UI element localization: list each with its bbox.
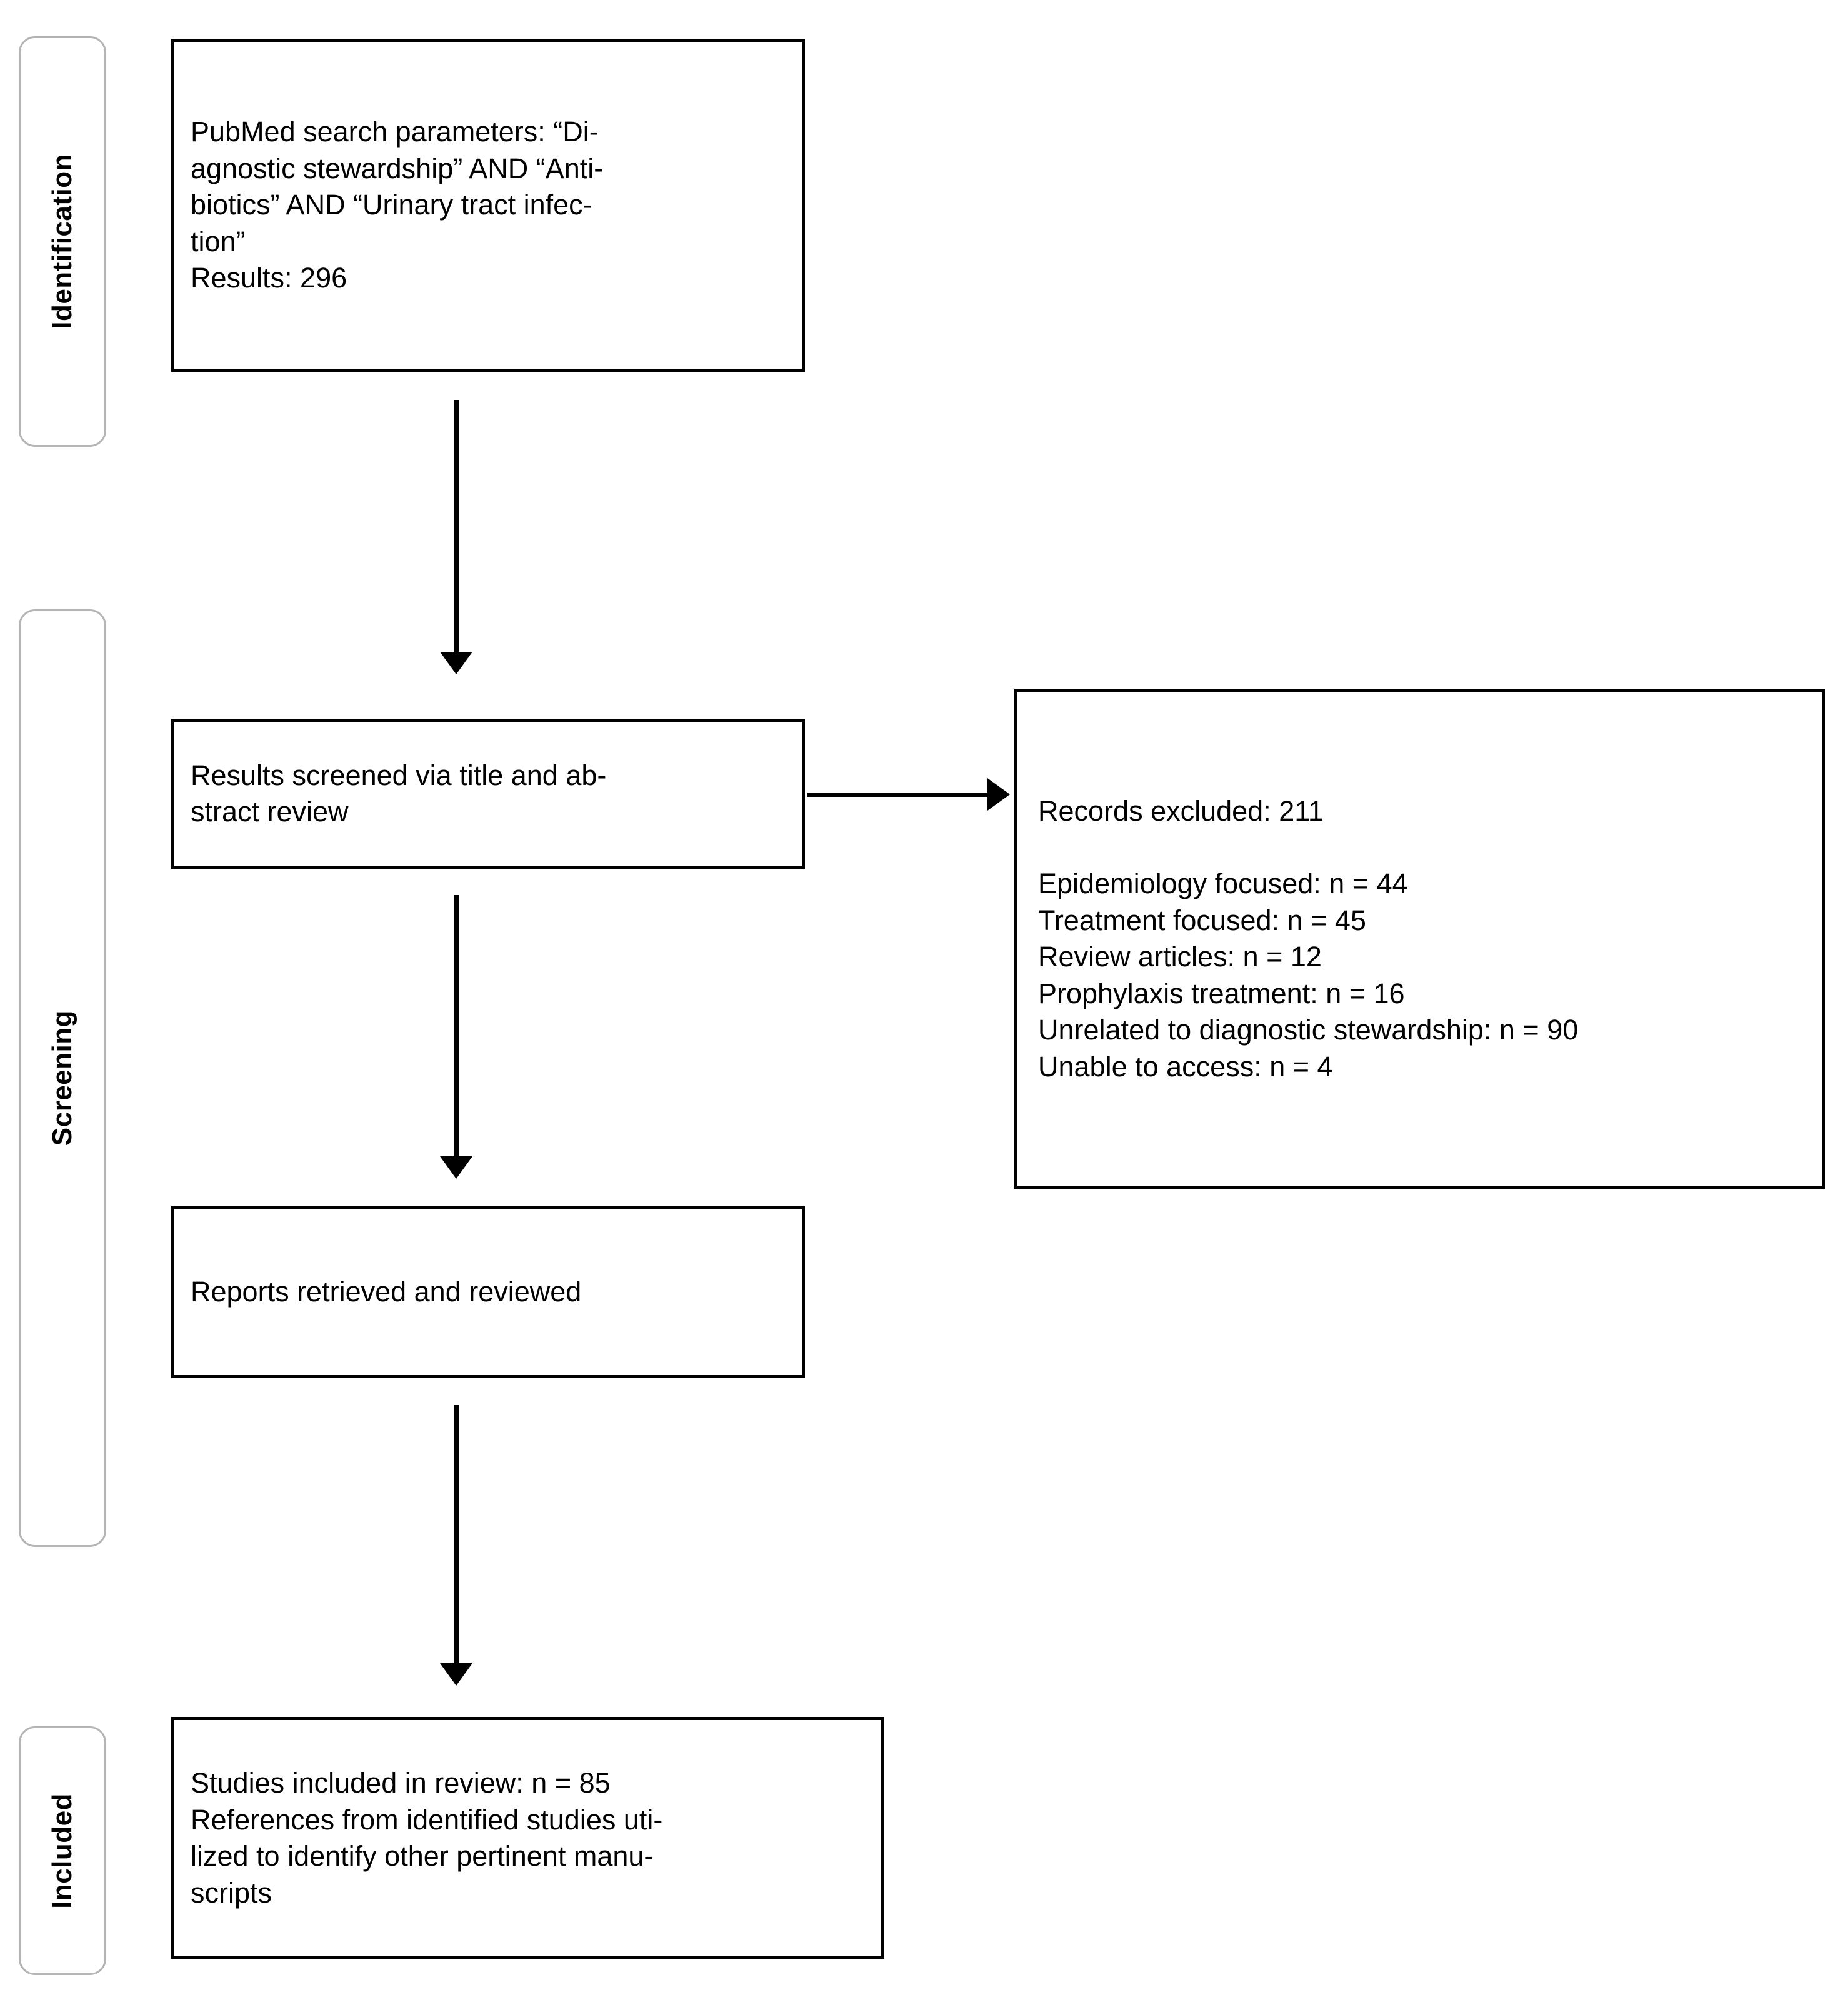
excluded-reason-unrelated: Unrelated to diagnostic stewardship: n =… bbox=[1038, 1014, 1579, 1046]
flow-box-screened: Results screened via title and ab- strac… bbox=[171, 719, 805, 869]
excluded-reason-prophylaxis: Prophylaxis treatment: n = 16 bbox=[1038, 977, 1405, 1009]
flow-box-excluded: Records excluded: 211 Epidemiology focus… bbox=[1014, 689, 1825, 1189]
identification-box-text: PubMed search parameters: “Di- agnostic … bbox=[191, 116, 604, 294]
stage-label-identification: Identification bbox=[47, 154, 77, 329]
excluded-reason-unable-to-access: Unable to access: n = 4 bbox=[1038, 1050, 1333, 1082]
excluded-reason-treatment: Treatment focused: n = 45 bbox=[1038, 904, 1366, 936]
screened-box-text: Results screened via title and ab- strac… bbox=[191, 759, 607, 828]
arrow-head-down-icon bbox=[440, 652, 472, 674]
stage-label-included: Included bbox=[47, 1792, 77, 1909]
flow-box-included: Studies included in review: n = 85 Refer… bbox=[171, 1717, 884, 1959]
excluded-reason-review-articles: Review articles: n = 12 bbox=[1038, 941, 1322, 973]
excluded-reason-epidemiology: Epidemiology focused: n = 44 bbox=[1038, 868, 1408, 900]
stage-rail-identification: Identification bbox=[19, 36, 106, 447]
reports-box-text: Reports retrieved and reviewed bbox=[191, 1276, 582, 1308]
stage-rail-screening: Screening bbox=[19, 609, 106, 1547]
flow-box-reports: Reports retrieved and reviewed bbox=[171, 1206, 805, 1378]
excluded-heading: Records excluded: 211 bbox=[1038, 794, 1324, 827]
arrow-screened-to-reports bbox=[440, 895, 472, 1179]
arrow-identification-to-screened bbox=[440, 400, 472, 674]
stage-rail-included: Included bbox=[19, 1726, 106, 1975]
included-box-text: Studies included in review: n = 85 Refer… bbox=[191, 1767, 663, 1909]
stage-label-screening: Screening bbox=[47, 1010, 77, 1146]
arrow-head-down-icon bbox=[440, 1663, 472, 1686]
arrow-head-down-icon bbox=[440, 1156, 472, 1179]
arrow-screened-to-excluded bbox=[807, 778, 1010, 811]
flow-box-identification: PubMed search parameters: “Di- agnostic … bbox=[171, 39, 805, 372]
excluded-content: Records excluded: 211 Epidemiology focus… bbox=[1017, 793, 1822, 1086]
arrow-head-right-icon bbox=[987, 778, 1010, 811]
arrow-reports-to-included bbox=[440, 1405, 472, 1686]
